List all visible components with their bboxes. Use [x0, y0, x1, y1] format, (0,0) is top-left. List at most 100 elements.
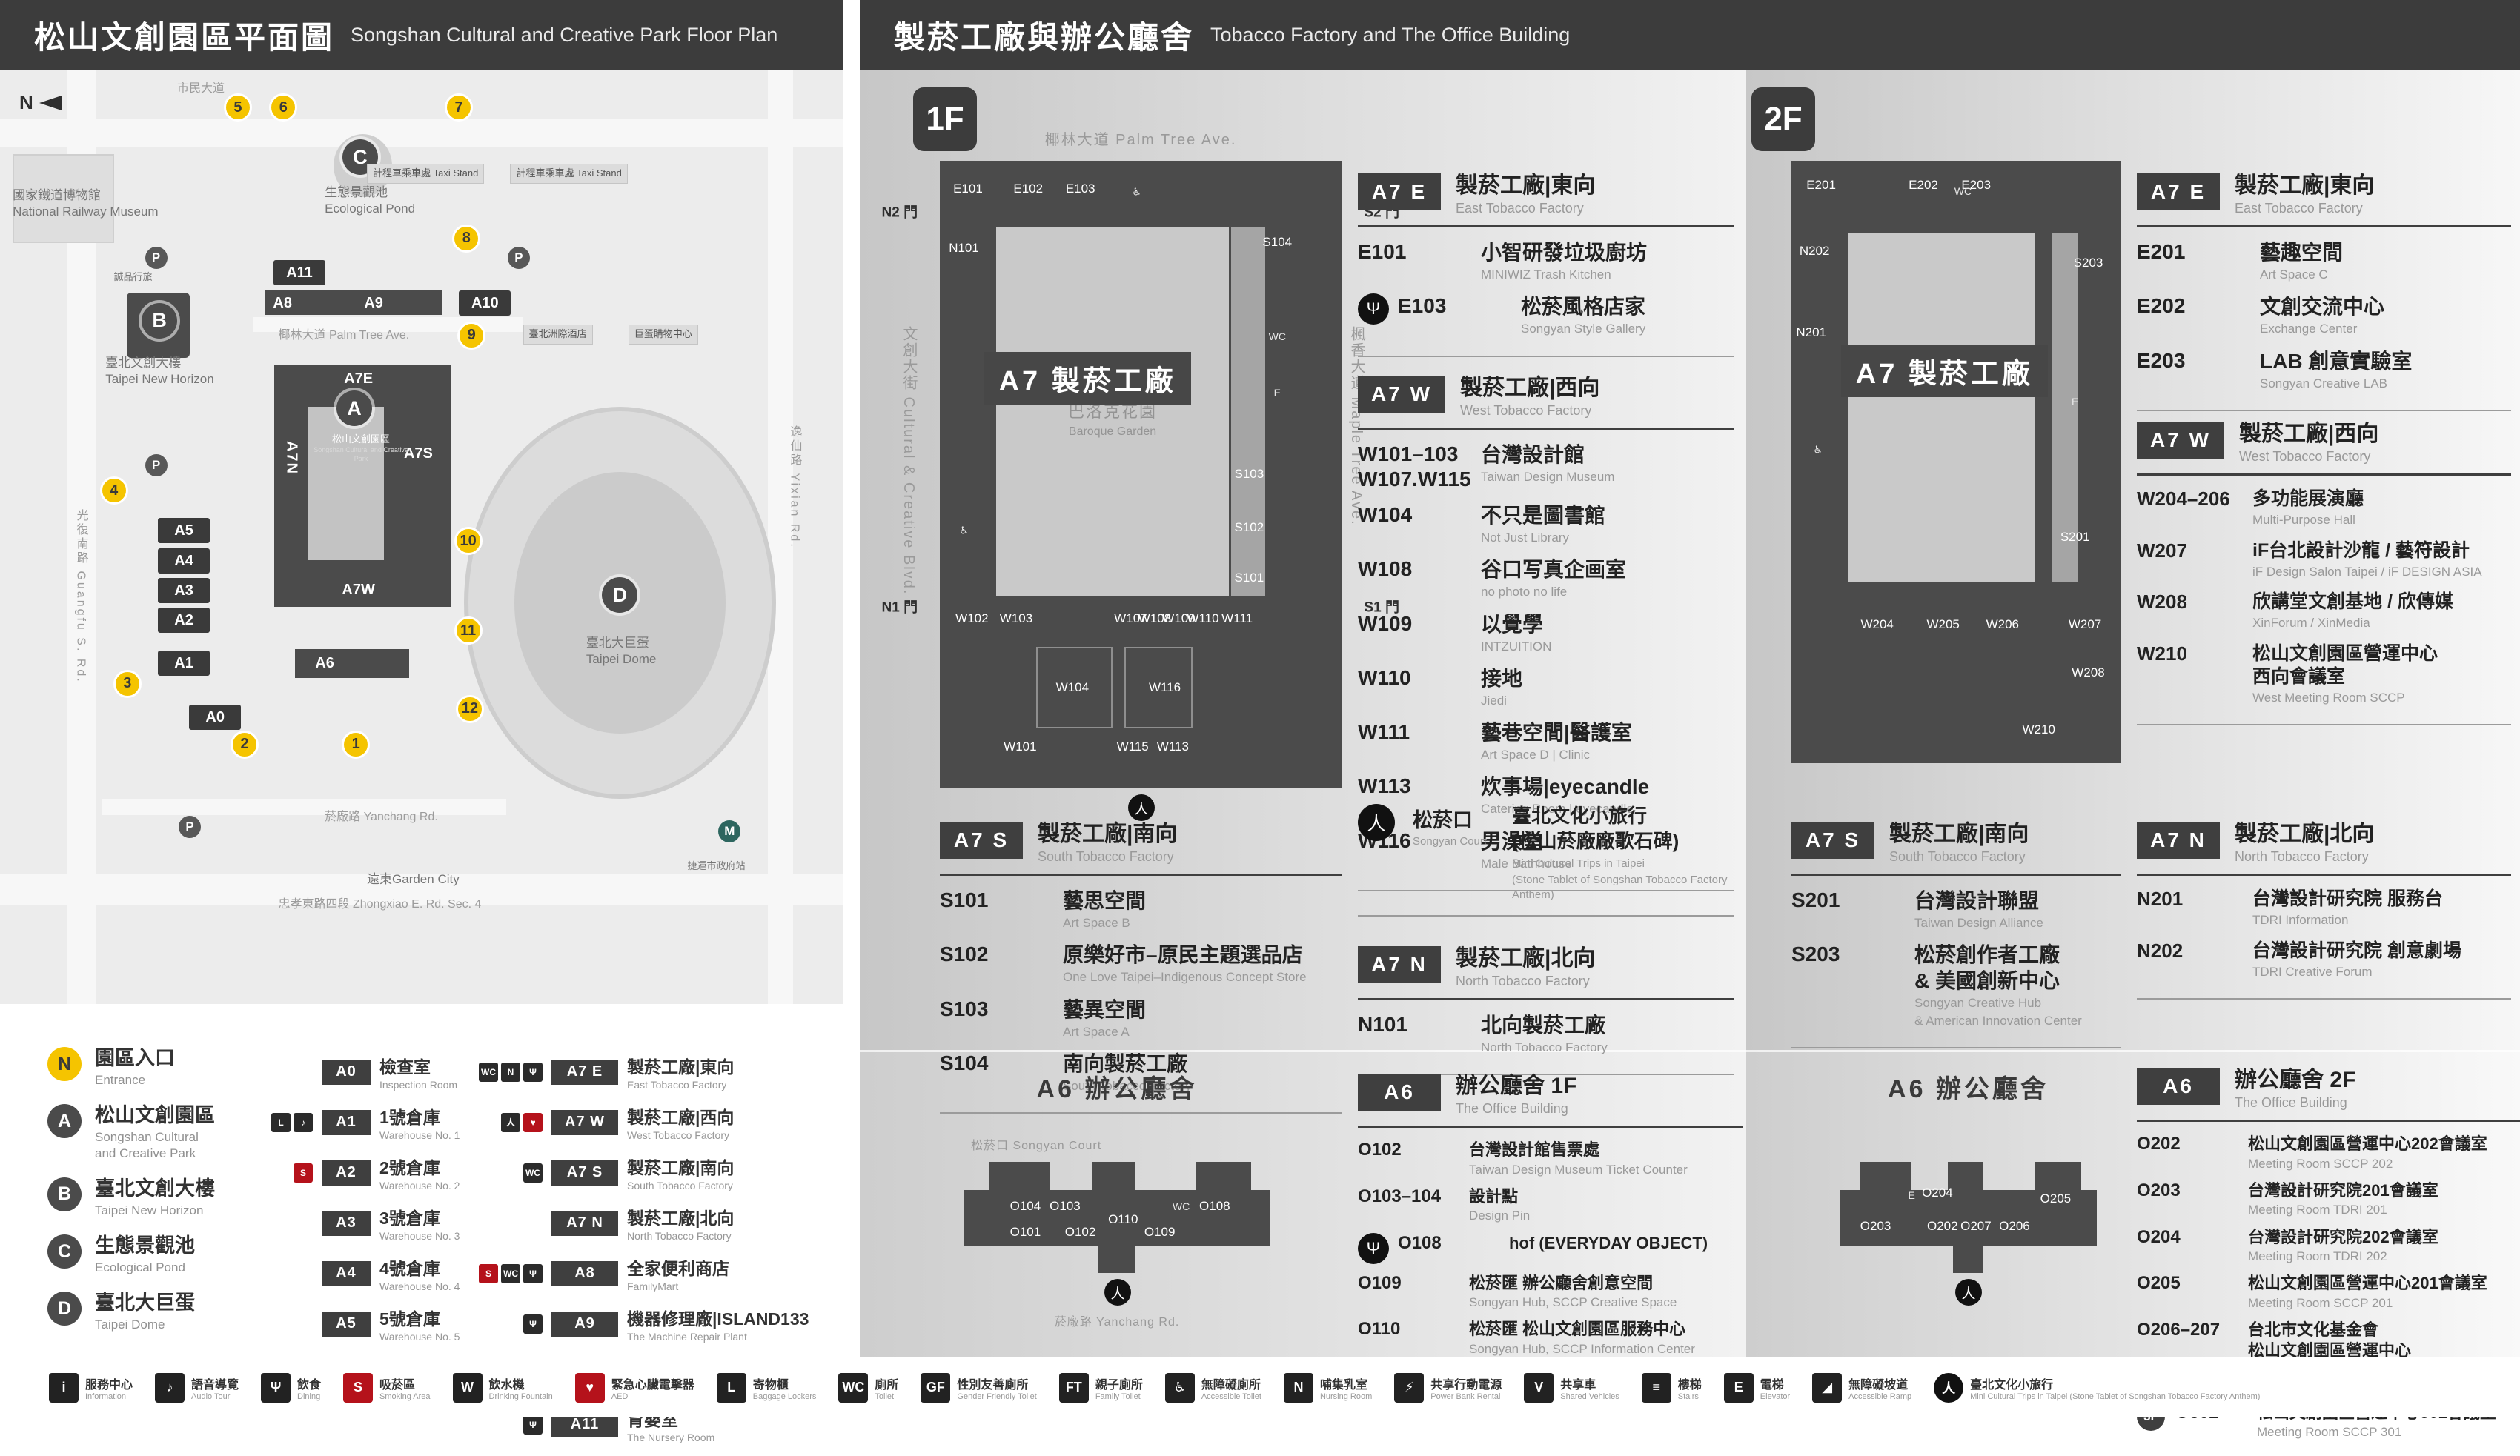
letter-marker: D	[47, 1292, 82, 1326]
room-code: S102	[940, 943, 989, 966]
room-list-item: S102 原樂好市–原民主題選品店 One Love Taipei–Indige…	[940, 942, 1342, 985]
room-code: W108	[1358, 557, 1413, 581]
room-label: W103	[999, 611, 1033, 625]
room-list-item: W210 松山文創園區營運中心 西向會議室 West Meeting Room …	[2137, 642, 2511, 706]
section-badge: A6	[1358, 1073, 1441, 1111]
room-list-item: S104 南向製菸工廠 South Tobacco Factory	[940, 1051, 1342, 1094]
room-list-item: S201 台灣設計聯盟 Taiwan Design Alliance	[1791, 888, 2121, 931]
room-list-item: W104 不只是圖書館 Not Just Library	[1358, 502, 1734, 545]
legend-icon: S	[343, 1372, 374, 1403]
entrance-number-marker: 8	[452, 224, 481, 253]
entrance-number-marker: 1	[342, 730, 371, 759]
room-code: W111	[1358, 720, 1410, 744]
room-label: S101	[1234, 570, 1264, 585]
room-name: 台灣設計館 Taiwan Design Museum	[1481, 443, 1615, 484]
section-badge: A7 S	[1791, 821, 1874, 859]
map-label: 椰林大道 Palm Tree Ave.	[278, 328, 410, 342]
room-name: 北向製菸工廠 North Tobacco Factory	[1481, 1014, 1608, 1054]
building-badge: A2	[322, 1160, 371, 1186]
room-name: 南向製菸工廠 South Tobacco Factory	[1063, 1051, 1192, 1093]
section-badge: A7 S	[940, 821, 1023, 859]
room-list-item: O202 松山文創園區營運中心202會議室 Meeting Room SCCP …	[2137, 1134, 2520, 1171]
park-name-label: 松山文創園區 Songshan Cultural and Creative Pa…	[311, 433, 412, 463]
room-code: S101	[940, 888, 989, 911]
map-label: 遠東Garden City	[367, 872, 460, 887]
room-code: N101	[1358, 1013, 1407, 1036]
room-list-item: Ψ E103 松菸風格店家 Songyan Style Gallery	[1358, 293, 1734, 336]
room-name: 台灣設計研究院202會議室 Meeting Room TDRI 202	[2248, 1227, 2438, 1264]
room-label: N201	[1796, 325, 1827, 339]
legend-icon: ⚡	[1394, 1372, 1425, 1403]
room-name: 松山文創園區營運中心 西向會議室 West Meeting Room SCCP	[2252, 642, 2438, 705]
building-label: A2	[158, 608, 210, 634]
building-label: A4	[158, 548, 210, 574]
walker-icon: 人	[1358, 804, 1395, 841]
building-label: A11	[273, 260, 325, 286]
map-label: 巨蛋購物中心	[628, 324, 698, 345]
a6-wing	[1947, 1162, 1984, 1195]
building-label: A5	[158, 518, 210, 544]
facility-icon: Ψ	[523, 1263, 543, 1283]
building-label: A8	[273, 294, 293, 311]
room-code: E201	[2137, 240, 2186, 263]
room-label: O110	[1108, 1212, 1138, 1226]
room-name: iF台北設計沙龍 / 藝符設計 iF Design Salon Taipei /…	[2252, 539, 2482, 579]
room-label: W102	[955, 611, 989, 625]
room-w116-outline	[1124, 646, 1193, 728]
facility-icon: WC	[523, 1163, 543, 1183]
legend-icon: FT	[1058, 1372, 1089, 1403]
street-label-palm-tree: 椰林大道 Palm Tree Ave.	[1044, 132, 1237, 148]
room-code: N202	[2137, 939, 2184, 962]
building-label: A6	[315, 655, 334, 672]
floor2-corridor	[2052, 233, 2079, 583]
room-label: ♿	[1132, 185, 1141, 198]
street-label-cultural-blvd: 文創大街 Cultural & Creative Blvd.	[901, 326, 917, 596]
a6-wing	[988, 1162, 1050, 1195]
room-label: E	[1273, 387, 1281, 399]
legend-icon: ♪	[155, 1372, 185, 1403]
room-list-item: S203 松菸創作者工廠 & 美國創新中心 Songyan Creative H…	[1791, 942, 2121, 1028]
room-list-item: E201 藝趣空間 Art Space C	[2137, 239, 2511, 282]
road-south	[0, 873, 843, 905]
court-feature-en2: (Stone Tablet of Songshan Tobacco Factor…	[1512, 874, 1728, 901]
parking-icon: P	[179, 815, 202, 838]
room-code: W104	[1358, 503, 1413, 527]
building-label: A0	[189, 705, 242, 731]
map-label: 光復南路 Guangfu S. Rd.	[74, 509, 87, 684]
section-title-en: East Tobacco Factory	[1456, 201, 1584, 216]
a6-wing	[1952, 1240, 1984, 1273]
room-name: 松山文創園區營運中心201會議室 Meeting Room SCCP 201	[2248, 1274, 2487, 1310]
left-title-en: Songshan Cultural and Creative Park Floo…	[351, 24, 778, 46]
facility-icons: Ψ	[474, 1415, 543, 1435]
section-badge: A6	[2137, 1067, 2220, 1105]
room-name: 以覺學 INTZUITION	[1481, 612, 1552, 654]
room-label: W210	[2022, 722, 2055, 737]
room-name: 松菸匯 辦公廳舍創意空間 Songyan Hub, SCCP Creative …	[1469, 1273, 1677, 1310]
entrance-number-marker: 12	[455, 694, 484, 723]
section-badge: A7 E	[1358, 173, 1441, 210]
entrance-label-zh: 園區入口	[95, 1047, 175, 1069]
room-label: ♿	[1813, 443, 1823, 456]
room-name: 不只是圖書館 Not Just Library	[1481, 504, 1606, 545]
letter-marker: B	[47, 1177, 82, 1211]
map-label: 菸廠路 Yanchang Rd.	[325, 810, 438, 823]
garden-label-zh: 巴洛克花園	[1068, 402, 1158, 422]
railway-museum-grounds	[13, 154, 114, 244]
section-title-en: South Tobacco Factory	[1038, 849, 1174, 864]
room-label: O101	[1009, 1224, 1041, 1239]
a6-2f-plan: O204 O205 O203 O202 O207 O206 E	[1840, 1162, 2097, 1273]
section-title-en: South Tobacco Factory	[1889, 849, 2026, 864]
room-name: 松菸風格店家 Songyan Style Gallery	[1521, 295, 1646, 336]
legend-icon: ◢	[1812, 1372, 1843, 1403]
room-code: O110	[1358, 1319, 1401, 1340]
room-label: WC	[1268, 330, 1286, 342]
